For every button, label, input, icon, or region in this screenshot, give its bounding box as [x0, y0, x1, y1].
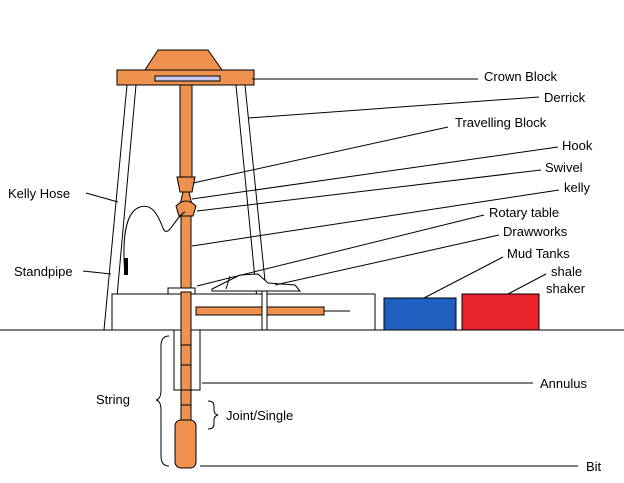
kelly-hose: [123, 205, 186, 276]
label-kelly: kelly: [564, 180, 591, 195]
label-shale-shaker-line2: shaker: [546, 281, 586, 296]
label-bit: Bit: [586, 459, 602, 474]
kelly: [180, 215, 192, 293]
bit: [174, 419, 197, 469]
mud-tanks: [383, 297, 457, 331]
label-swivel: Swivel: [545, 160, 583, 175]
label-rotary-table: Rotary table: [489, 205, 559, 220]
label-drawworks: Drawworks: [503, 224, 568, 239]
label-joint-single: Joint/Single: [226, 408, 293, 423]
label-crown-block: Crown Block: [484, 69, 557, 84]
label-annulus: Annulus: [540, 376, 587, 391]
label-standpipe: Standpipe: [14, 264, 73, 279]
label-travelling-block: Travelling Block: [455, 115, 547, 130]
joint-single-brace: [207, 400, 219, 430]
swivel: [175, 200, 197, 217]
shale-shaker: [461, 293, 540, 331]
leader-lines: [82, 78, 578, 467]
crown-block: [116, 49, 255, 86]
return-line: [195, 306, 325, 316]
string-brace: [155, 335, 170, 467]
rotary-table-column: [261, 290, 268, 331]
label-derrick: Derrick: [544, 90, 586, 105]
labels: Crown Block Derrick Travelling Block Hoo…: [8, 69, 602, 474]
label-shale-shaker-line1: shale: [551, 264, 582, 279]
travelling-block: [176, 84, 196, 193]
drill-string: [180, 291, 192, 423]
label-string: String: [96, 392, 130, 407]
label-hook: Hook: [562, 138, 593, 153]
label-mud-tanks: Mud Tanks: [507, 246, 570, 261]
label-kelly-hose: Kelly Hose: [8, 186, 70, 201]
standpipe: [124, 258, 128, 275]
